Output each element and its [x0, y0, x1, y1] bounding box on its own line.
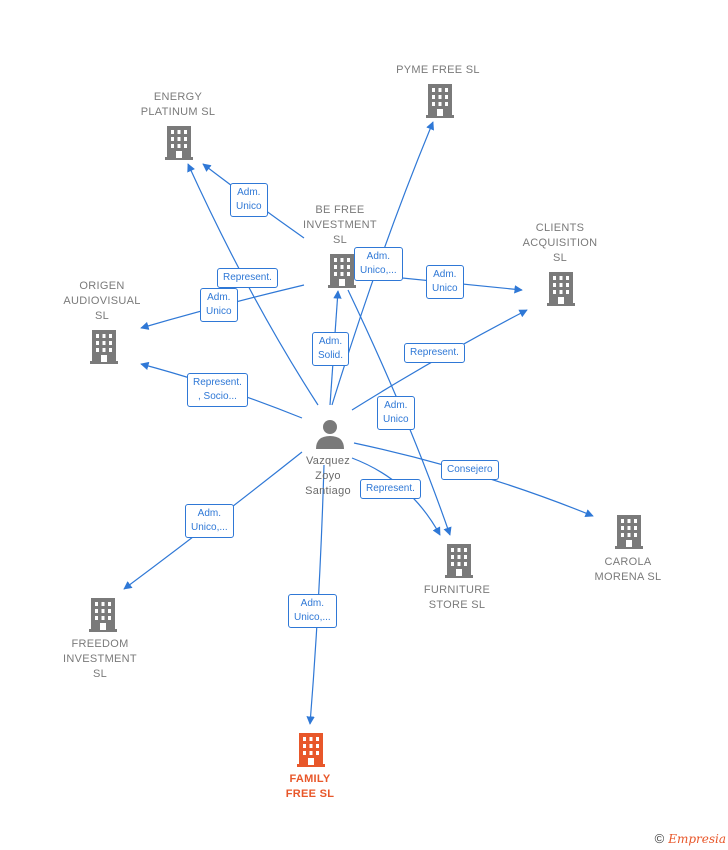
copyright-icon: © — [654, 831, 665, 846]
building-icon-family[interactable] — [297, 733, 325, 767]
company-label-energy[interactable]: ENERGY PLATINUM SL — [140, 91, 216, 118]
relation-label[interactable]: Adm. Unico,... — [185, 504, 234, 538]
relation-label[interactable]: Adm. Solid. — [312, 332, 350, 366]
relation-label[interactable]: Adm. Unico,... — [354, 247, 403, 281]
company-label-carola[interactable]: CAROLA MORENA SL — [594, 556, 662, 583]
person-icon[interactable] — [315, 418, 345, 450]
relation-label[interactable]: Represent. — [360, 479, 421, 499]
company-label-origen[interactable]: ORIGEN AUDIOVISUAL SL — [63, 280, 141, 322]
edge-center-energy — [187, 163, 319, 406]
relation-label[interactable]: Adm. Unico — [426, 265, 464, 299]
building-icon-origen[interactable] — [90, 330, 118, 364]
relation-label[interactable]: Adm. Unico — [200, 288, 238, 322]
person-label[interactable]: Vazquez Zoyo Santiago — [305, 455, 351, 497]
company-label-pyme[interactable]: PYME FREE SL — [396, 64, 480, 76]
relation-label[interactable]: Consejero — [441, 460, 499, 480]
relation-label[interactable]: Represent. — [217, 268, 278, 288]
relation-label[interactable]: Adm. Unico — [377, 396, 415, 430]
relation-label[interactable]: Represent. — [404, 343, 465, 363]
relation-label[interactable]: Represent. , Socio... — [187, 373, 248, 407]
company-label-befree[interactable]: BE FREE INVESTMENT SL — [303, 204, 377, 246]
footer-brand: © Empresia — [655, 831, 726, 846]
building-icon-freedom[interactable] — [89, 598, 117, 632]
company-label-clients[interactable]: CLIENTS ACQUISITION SL — [522, 222, 598, 264]
brand-name[interactable]: Empresia — [668, 831, 726, 846]
company-label-family[interactable]: FAMILY FREE SL — [285, 773, 335, 800]
building-icon-clients[interactable] — [547, 272, 575, 306]
company-label-freedom[interactable]: FREEDOM INVESTMENT SL — [63, 638, 137, 680]
building-icon-furniture[interactable] — [445, 544, 473, 578]
company-label-furniture[interactable]: FURNITURE STORE SL — [423, 584, 491, 611]
building-icon-carola[interactable] — [615, 515, 643, 549]
building-icon-energy[interactable] — [165, 126, 193, 160]
building-icon-befree[interactable] — [328, 254, 356, 288]
relation-label[interactable]: Adm. Unico,... — [288, 594, 337, 628]
building-icon-pyme[interactable] — [426, 84, 454, 118]
relation-label[interactable]: Adm. Unico — [230, 183, 268, 217]
